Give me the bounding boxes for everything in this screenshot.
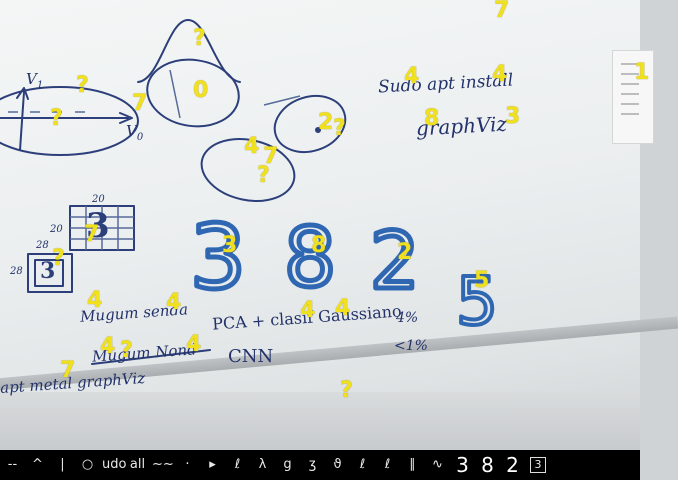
label-7-grid: 7 xyxy=(84,222,100,247)
label-4-sudo: 4 xyxy=(404,64,420,89)
label-7-top: 7 xyxy=(494,0,510,23)
grid-28-side-label: 28 xyxy=(10,266,23,277)
ellipse-top-divider xyxy=(169,69,181,119)
thumbnail-strip: -- ^ | ○ udo all ~~ · ▸ ℓ λ g ʒ ϑ ℓ ℓ ∥ … xyxy=(0,450,640,480)
grid-20x20-lines xyxy=(70,206,134,250)
thumbnail: ○ xyxy=(81,457,94,472)
distribution-ellipse-left xyxy=(0,86,139,156)
thumbnail: -- xyxy=(7,457,18,472)
thumbnail: udo xyxy=(102,457,127,472)
big-digit-5: 5 xyxy=(456,263,498,340)
label-q-bottom: ? xyxy=(340,378,353,403)
thumbnail: ℓ xyxy=(234,457,241,472)
thumbnail-digit-3: 3 xyxy=(456,453,469,477)
distribution-ellipse-middle xyxy=(200,138,296,202)
label-2-ellipse: 2 xyxy=(318,110,334,135)
thumbnail: ℓ xyxy=(359,457,366,472)
underline xyxy=(91,349,211,365)
label-q-ellipse: ? xyxy=(50,106,63,131)
thumbnail-digit-8: 8 xyxy=(481,453,494,477)
ellipse-point xyxy=(315,127,321,133)
distribution-ellipse-right xyxy=(273,95,347,153)
big-digit-2: 2 xyxy=(370,217,420,307)
label-4-pca: 4 xyxy=(300,298,316,323)
label-4-mugum: 4 xyxy=(87,288,103,313)
axis-label-v1: V1 xyxy=(26,70,44,91)
axis-horizontal-arrow xyxy=(119,112,133,124)
thumbnail-grid-3: 3 xyxy=(530,457,546,473)
label-4-senda: 4 xyxy=(166,290,182,315)
thumbnail-digit-2: 2 xyxy=(506,453,519,477)
label-4-install: 4 xyxy=(492,62,508,87)
label-q-middle: ? xyxy=(257,163,270,188)
thumbnail: ∥ xyxy=(409,457,416,472)
thumbnail: ▸ xyxy=(209,457,216,472)
label-7-middle: 7 xyxy=(263,144,279,169)
paper-note xyxy=(612,50,654,144)
connector-line xyxy=(263,95,301,106)
label-3-graphviz: 3 xyxy=(505,104,521,129)
label-1-edge: 1 xyxy=(634,60,650,85)
wall-below-board xyxy=(0,392,640,452)
label-q-v1: ? xyxy=(76,73,89,98)
label-0: 0 xyxy=(193,78,209,103)
label-q-nond: ? xyxy=(120,338,133,363)
distribution-ellipse-top xyxy=(146,58,240,128)
thumbnail: all xyxy=(129,457,146,472)
thumbnail: | xyxy=(60,457,65,472)
label-q-ellipse-right: ? xyxy=(333,116,346,141)
thumbnail: g xyxy=(283,457,292,472)
label-q-bell: ? xyxy=(193,26,206,51)
thumbnail: ℓ xyxy=(384,457,391,472)
percent-less-1: <1% xyxy=(394,338,428,354)
grid-digit-large: 3 xyxy=(86,206,110,246)
thumbnail: ~~ xyxy=(152,457,174,472)
grid-28-top-label: 28 xyxy=(36,240,49,251)
label-7-left: 7 xyxy=(132,91,148,116)
label-2-digit: 2 xyxy=(397,240,413,265)
percent-4: 4% xyxy=(396,310,419,326)
label-3-digit: 3 xyxy=(222,233,238,258)
axis-label-v0: V0 xyxy=(126,122,144,143)
label-q-grid: ? xyxy=(52,246,65,271)
thumbnail: ʒ xyxy=(308,457,317,472)
thumbnail: ϑ xyxy=(333,457,342,472)
label-4-nond: 4 xyxy=(100,334,116,359)
label-4-gaussiano: 4 xyxy=(335,296,351,321)
grid-28x28-inner xyxy=(34,259,64,287)
cnn-text: CNN xyxy=(228,346,274,367)
thumbnail: ^ xyxy=(32,457,43,472)
big-digit-3: 3 xyxy=(190,206,246,309)
ink-drawings: 3 8 2 5 xyxy=(0,19,500,365)
grid-20-side-label: 20 xyxy=(50,224,63,235)
label-4-cnn: 4 xyxy=(186,332,202,357)
label-7-apt: 7 xyxy=(60,358,76,383)
axis-vertical xyxy=(19,91,25,151)
axis-vertical-arrow xyxy=(16,87,29,100)
thumbnail: λ xyxy=(258,457,267,472)
label-8-graphviz: 8 xyxy=(424,106,440,131)
grid-28x28 xyxy=(27,253,73,293)
label-4-middle: 4 xyxy=(244,134,260,159)
grid-digit-small: 3 xyxy=(40,258,56,284)
gaussian-bell-curve xyxy=(137,19,241,83)
thumbnail: · xyxy=(185,457,190,472)
thumbnail: ∿ xyxy=(432,457,443,472)
big-digit-8: 8 xyxy=(284,211,336,306)
grid-20-top-label: 20 xyxy=(92,194,105,205)
label-8-digit: 8 xyxy=(311,233,327,258)
label-5-digit: 5 xyxy=(474,268,490,293)
